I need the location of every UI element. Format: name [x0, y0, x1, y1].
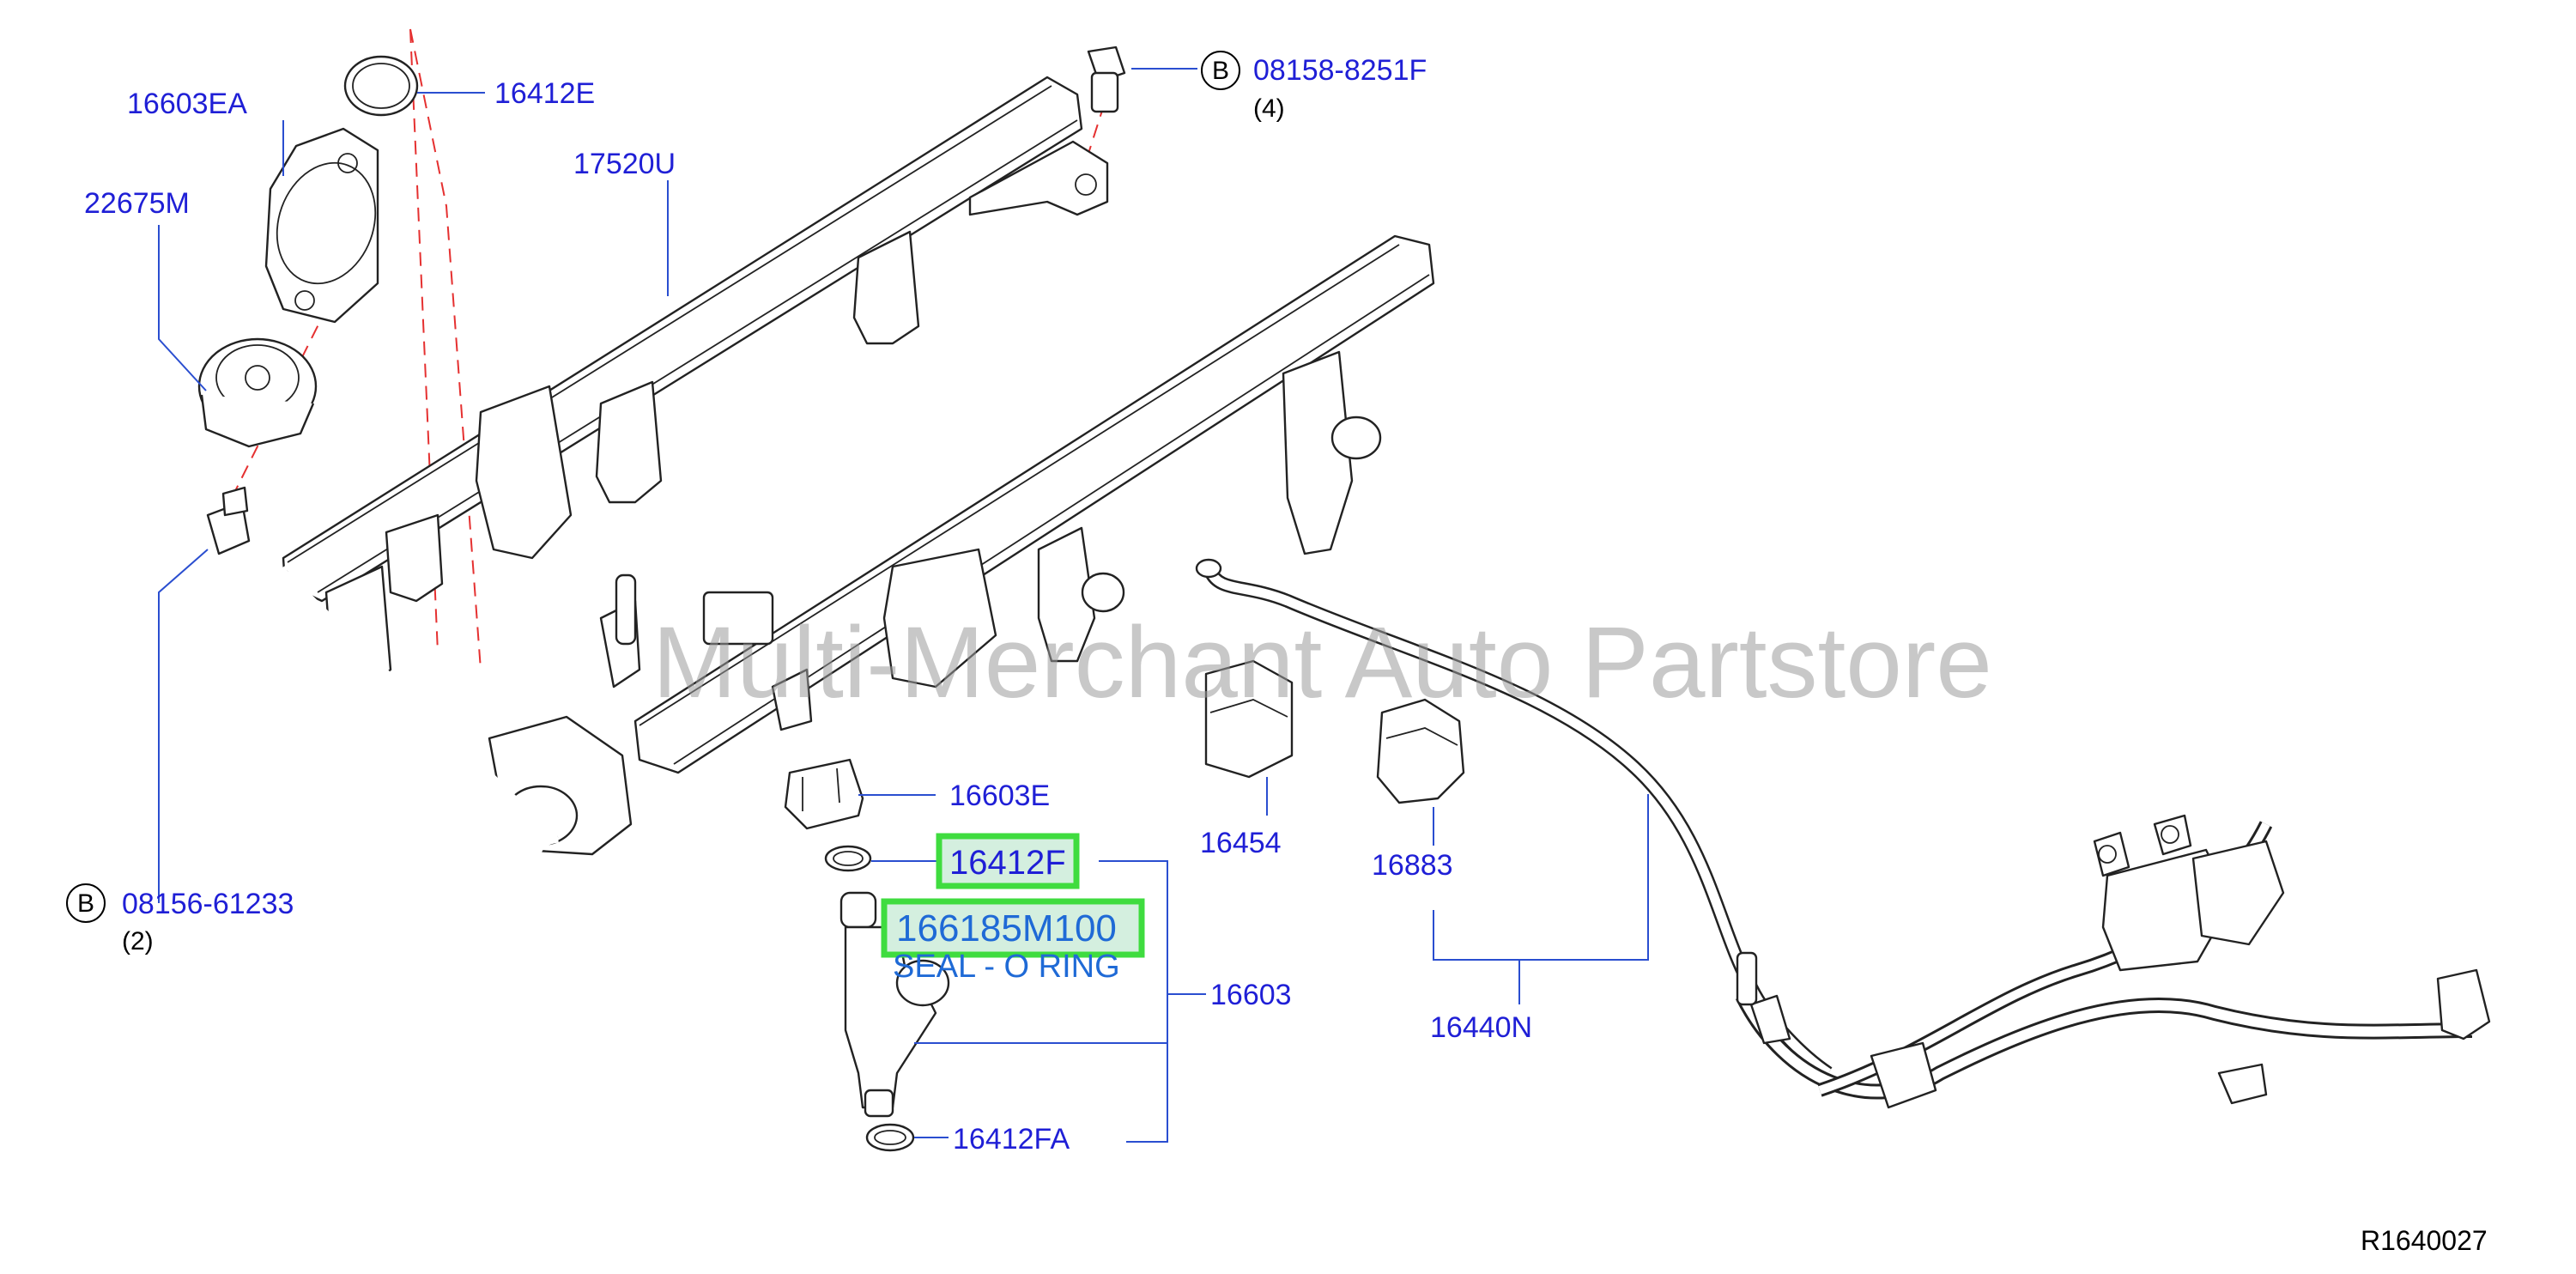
label-22675M[interactable]: 22675M [84, 187, 190, 220]
pressure-regulator-group [197, 55, 419, 555]
diagram-reference-code: R1640027 [2361, 1225, 2488, 1256]
callout-b-bottom: B [66, 883, 106, 923]
qty-08158-8251F: (4) [1253, 94, 1285, 123]
label-16440N[interactable]: 16440N [1430, 1011, 1532, 1044]
bolt-08158 [1087, 46, 1126, 113]
label-16603[interactable]: 16603 [1210, 979, 1292, 1011]
fuel-feed-tube [247, 566, 560, 908]
lower-fuel-rail [488, 234, 1435, 856]
qty-08156-61233: (2) [122, 927, 154, 956]
label-16412FA[interactable]: 16412FA [953, 1123, 1070, 1156]
clip-16454 [1204, 659, 1294, 779]
injector-harness [1735, 814, 2491, 1109]
clip-16883 [1376, 698, 1465, 804]
label-16412E[interactable]: 16412E [494, 77, 595, 110]
seal-o-ring-description: SEAL - O RING [893, 949, 1120, 985]
clip-16603E [784, 758, 864, 830]
label-16883[interactable]: 16883 [1372, 849, 1453, 882]
svg-text:166185M100: 166185M100 [896, 907, 1117, 949]
injector-assembly-16603 [824, 845, 950, 1152]
leader-lines [158, 68, 1649, 1143]
svg-text:B: B [1212, 57, 1229, 85]
label-16603E[interactable]: 16603E [949, 780, 1050, 812]
label-17520U[interactable]: 17520U [573, 148, 676, 180]
label-08158-8251F[interactable]: 08158-8251F [1253, 54, 1427, 87]
svg-text:B: B [77, 889, 94, 918]
label-16454[interactable]: 16454 [1200, 827, 1282, 859]
highlight-16412F[interactable]: 16412F [936, 833, 1080, 889]
watermark: Multi-Merchant Auto Partstore [652, 606, 1992, 719]
highlight-166185M100[interactable]: 166185M100 [881, 898, 1145, 958]
label-16603EA[interactable]: 16603EA [127, 88, 247, 120]
callout-b-top: B [1201, 51, 1240, 90]
label-08156-61233[interactable]: 08156-61233 [122, 888, 294, 920]
svg-text:16412F: 16412F [949, 844, 1066, 882]
